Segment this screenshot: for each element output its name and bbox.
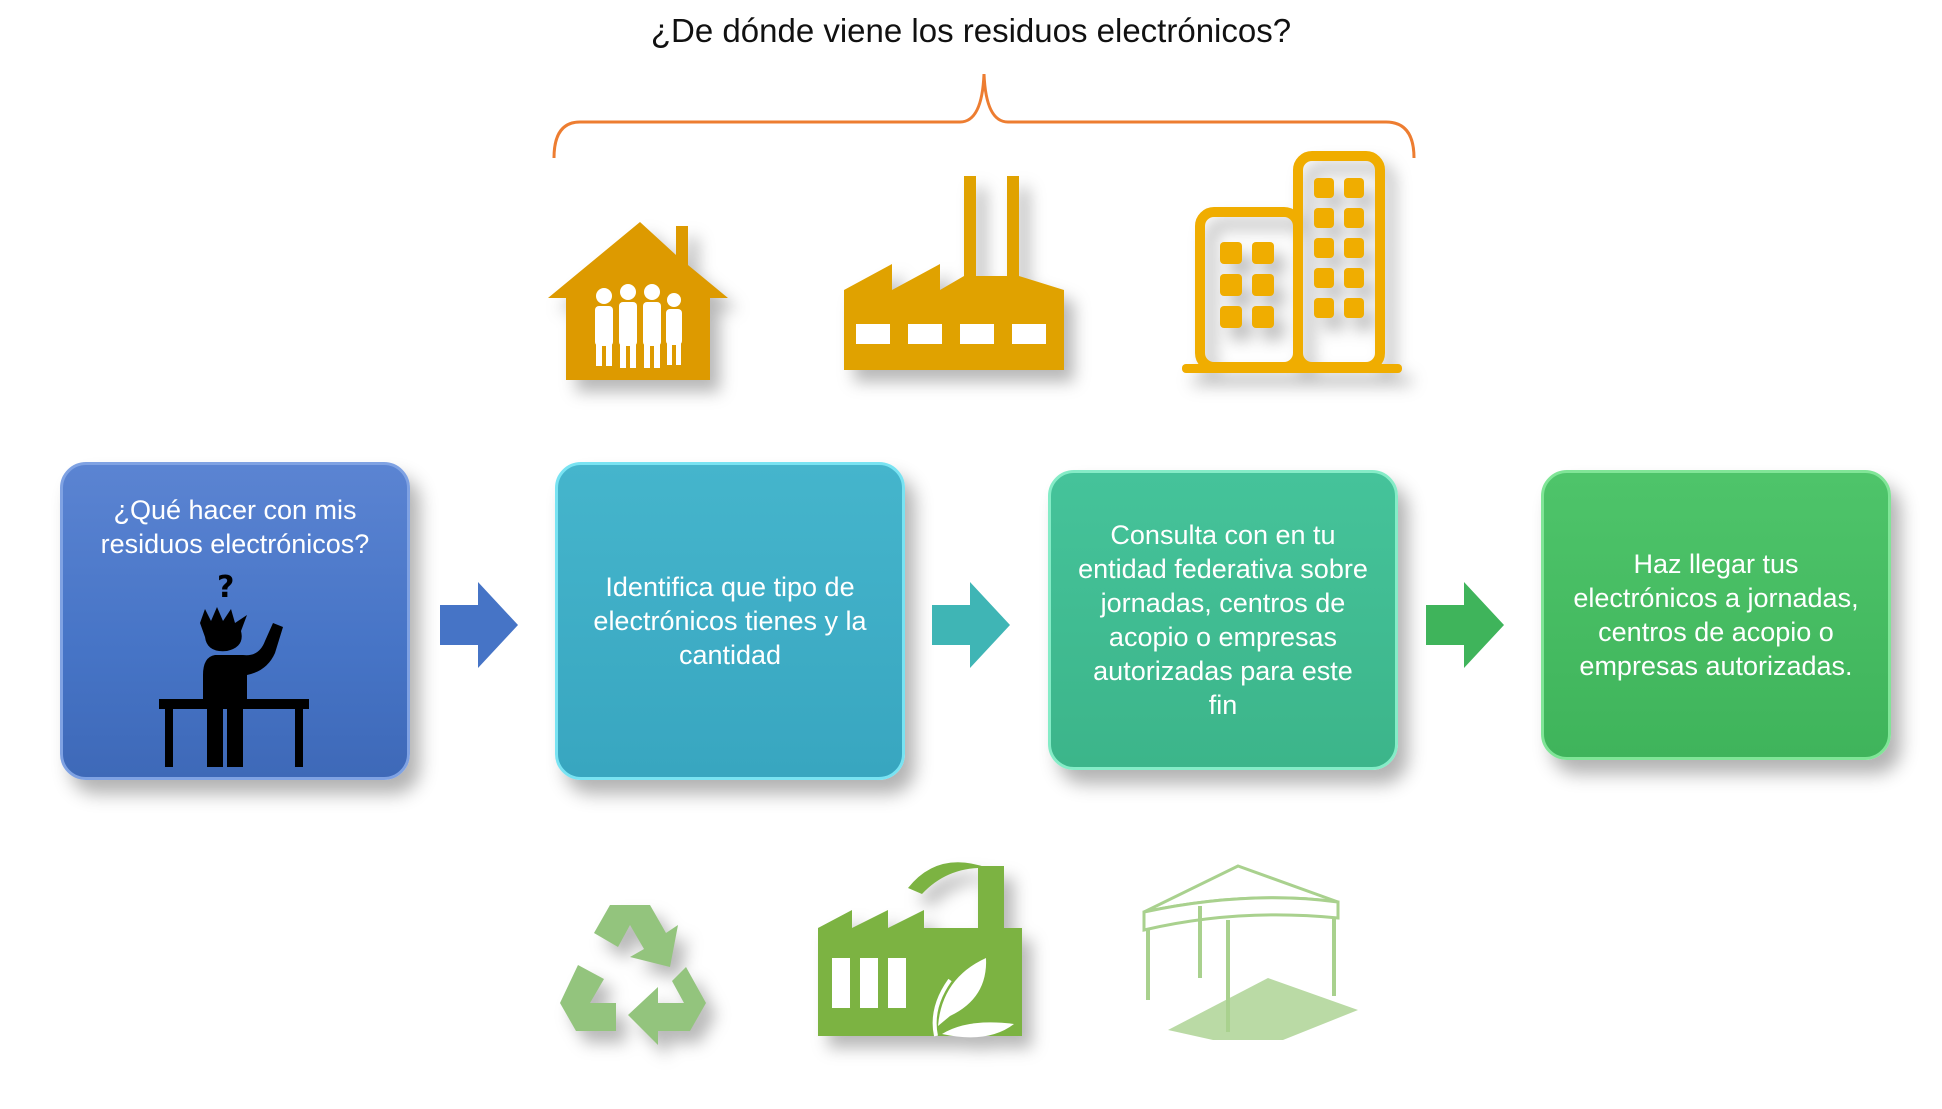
factory-icon bbox=[844, 176, 1064, 370]
step-box-identify: Identifica que tipo de electrónicos tien… bbox=[555, 462, 905, 780]
step-text: ¿Qué hacer con mis residuos electrónicos… bbox=[100, 495, 370, 559]
eco-factory-icon bbox=[818, 862, 1022, 1038]
step-box-question: ¿Qué hacer con mis residuos electrónicos… bbox=[60, 462, 410, 780]
brace-icon bbox=[552, 73, 1416, 159]
thinking-person-icon: ? bbox=[159, 571, 309, 767]
recycle-icon bbox=[560, 905, 706, 1045]
buildings-icon bbox=[1182, 151, 1402, 373]
arrow-right-icon bbox=[440, 582, 518, 668]
house-family-icon bbox=[548, 222, 728, 380]
svg-text:?: ? bbox=[217, 571, 234, 605]
arrow-right-icon bbox=[1426, 582, 1504, 668]
tent-icon bbox=[1142, 864, 1358, 1040]
step-text: Haz llegar tus electrónicos a jornadas, … bbox=[1573, 549, 1859, 681]
step-text: Consulta con en tu entidad federativa so… bbox=[1078, 520, 1368, 720]
step-box-consult: Consulta con en tu entidad federativa so… bbox=[1048, 470, 1398, 770]
step-box-deliver: Haz llegar tus electrónicos a jornadas, … bbox=[1541, 470, 1891, 760]
arrow-right-icon bbox=[932, 582, 1010, 668]
diagram-title: ¿De dónde viene los residuos electrónico… bbox=[650, 12, 1292, 49]
step-text: Identifica que tipo de electrónicos tien… bbox=[593, 572, 867, 670]
